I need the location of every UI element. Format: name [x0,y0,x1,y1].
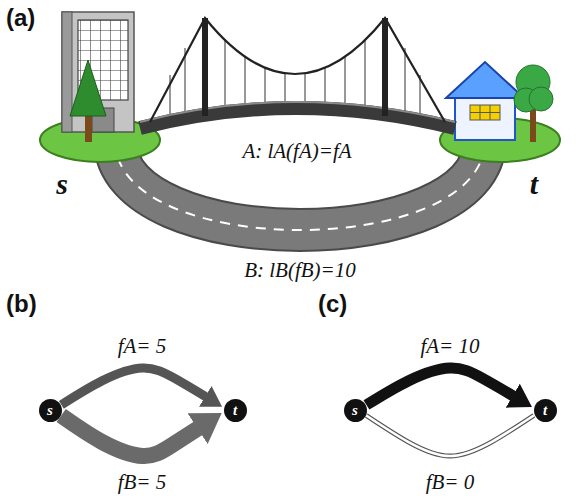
graph-node: s [344,399,367,422]
graph-node: t [224,399,247,422]
flow-arrow [61,416,198,456]
tree [70,60,106,116]
road-label: A: lA(fA)=fA [242,139,351,163]
house-roof [446,62,524,98]
bridge-tower [205,18,385,116]
tree-trunk [530,108,536,142]
node-letter: s [47,403,53,418]
flow-arrow-group [366,368,513,405]
bridge-rail [140,102,455,122]
flow-label: fB= 0 [426,470,475,494]
panel-label: (c) [318,290,347,318]
flow-arrow-group [366,415,534,456]
empty-flow-inner [366,415,534,456]
graph-node: s [39,399,62,422]
graph-node: t [534,399,557,422]
panel-label: (b) [6,290,37,318]
flow-arrow-group [61,416,198,456]
flow-arrow [61,368,205,405]
place-label: t [530,167,538,202]
bridge-cable [150,18,445,122]
flow-arrow [366,368,513,405]
house-window [470,105,500,120]
node-letter: t [233,403,237,418]
window-grid [470,105,500,120]
flow-arrow [366,415,534,456]
tree [529,87,553,111]
house [455,95,515,140]
flow-arrow-group [61,368,205,405]
panel-label: (a) [6,4,35,32]
node-letter: t [543,403,547,418]
road-label: B: lB(fB)=10 [244,258,356,282]
flow-label: fA= 10 [420,334,479,358]
office-building [62,12,134,132]
node-letter: s [352,403,358,418]
place-label: s [56,167,68,202]
flow-label: fA= 5 [118,334,167,358]
flow-label: fB= 5 [118,470,167,494]
